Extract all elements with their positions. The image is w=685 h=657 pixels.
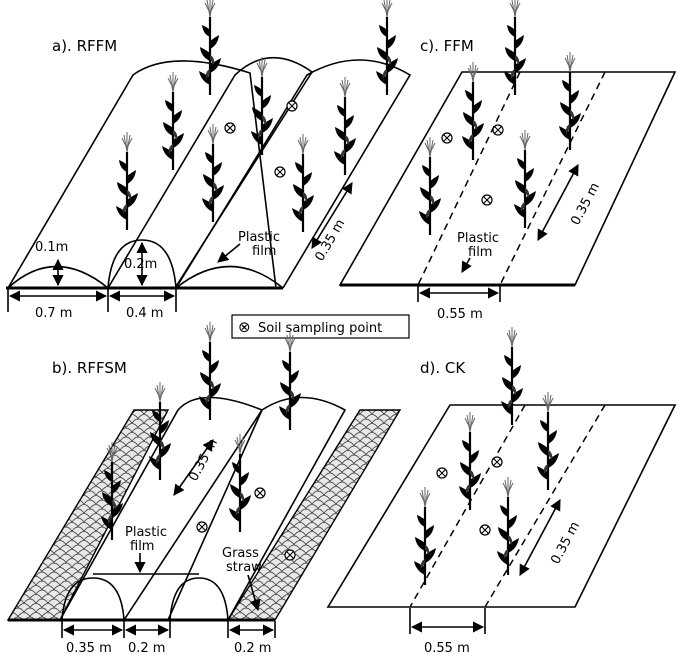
front-arch-2 — [107, 239, 177, 289]
legend-symbol: ⊗ — [238, 318, 251, 336]
plant — [332, 75, 358, 177]
plant — [197, 320, 223, 422]
film-label-line1: Plastic — [125, 525, 167, 540]
ridge-width-label: 0.2 m — [128, 641, 165, 656]
straw-label-line2: straw — [226, 560, 262, 575]
row-line-left — [409, 404, 526, 608]
row-spacing-arrow — [311, 182, 353, 249]
straw-label-line1: Grass — [222, 546, 259, 561]
panel-a-title: a). RFFM — [52, 37, 117, 55]
row-spacing-arrow — [519, 499, 561, 576]
soil-sampling-point-icon — [479, 524, 491, 536]
panel-b-title: b). RFFSM — [52, 359, 127, 377]
film-label-line1: Plastic — [238, 230, 280, 245]
film-label-line2: film — [130, 539, 154, 554]
plant — [277, 330, 303, 432]
row-spacing-arrow — [537, 164, 579, 241]
film-edge-right — [499, 71, 606, 286]
film-label-line1: Plastic — [457, 231, 499, 246]
ridge-width-label: 0.7 m — [35, 306, 72, 321]
row-spacing-label: 0.35 m — [186, 436, 221, 483]
field-plane-c — [338, 71, 677, 286]
panel-d: d). CK 0.35 m 0.55 m — [326, 325, 677, 656]
front-arch-2 — [169, 577, 229, 621]
soil-sampling-point-icon — [286, 100, 298, 112]
panel-c: c). FFM Plastic film 0.35 m 0.55 m — [338, 0, 677, 322]
row-spacing-arrow — [173, 439, 214, 496]
panel-d-title: d). CK — [420, 359, 466, 377]
plant — [200, 122, 226, 224]
soil-sampling-point-icon — [274, 166, 286, 178]
legend: ⊗ Soil sampling point — [231, 314, 410, 339]
plant — [374, 0, 400, 97]
width-label: 0.55 m — [437, 307, 483, 322]
row-spacing-label: 0.35 m — [312, 217, 348, 264]
soil-sampling-point-icon — [284, 549, 296, 561]
soil-sampling-point-icon — [254, 487, 266, 499]
straw-pointer-arrow — [247, 574, 261, 612]
ridge-film-2 — [107, 56, 314, 289]
plant — [197, 0, 223, 97]
film-label-line2: film — [468, 245, 492, 260]
soil-sampling-point-icon — [436, 467, 448, 479]
film-edge-left — [417, 71, 521, 286]
legend-label: Soil sampling point — [258, 321, 382, 336]
soil-sampling-point-icon — [224, 122, 236, 134]
ridge-film-2 — [167, 396, 347, 621]
film-pointer-arrow — [461, 257, 472, 273]
row-line-right — [484, 404, 606, 608]
panel-c-title: c). FFM — [420, 37, 474, 55]
width-label: 0.55 m — [424, 641, 470, 656]
plant — [114, 130, 140, 232]
furrow-width-label: 0.4 m — [126, 306, 163, 321]
legend-box — [231, 314, 410, 339]
ridge-film-3 — [175, 59, 412, 289]
straw-width-label: 0.2 m — [234, 641, 271, 656]
soil-sampling-point-icon — [441, 132, 453, 144]
plant — [290, 132, 316, 234]
furrow-width-label: 0.35 m — [66, 641, 112, 656]
furrow-height-label: 0.2m — [124, 257, 157, 272]
panel-b: b). RFFSM 0.35 m Plastic film Grass stra… — [6, 320, 402, 656]
film-pointer-arrow — [217, 243, 241, 263]
film-label-line2: film — [252, 244, 276, 259]
soil-sampling-point-icon — [481, 194, 493, 206]
soil-sampling-point-icon — [491, 456, 503, 468]
plant — [160, 70, 186, 172]
front-arch-3 — [175, 265, 284, 289]
soil-sampling-point-icon — [196, 521, 208, 533]
plant — [227, 432, 253, 534]
front-arch-1 — [61, 577, 125, 621]
ridge-height-label: 0.1m — [35, 240, 68, 255]
soil-sampling-point-icon — [492, 124, 504, 136]
